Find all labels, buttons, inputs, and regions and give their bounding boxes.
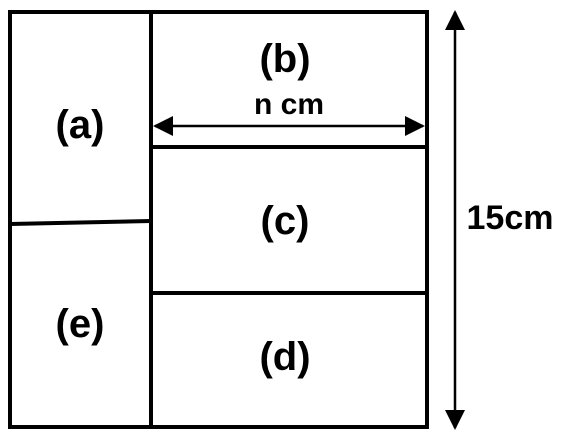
height-label: 15cm [467,199,554,237]
region-label-b: (b) [259,37,310,81]
left-divider [9,219,152,226]
outer-rectangle [8,10,429,429]
region-label-e: (e) [56,302,105,346]
width-label: n cm [254,88,324,121]
region-label-a: (a) [56,103,105,147]
region-label-d: (d) [259,335,310,379]
region-label-c: (c) [261,199,310,243]
